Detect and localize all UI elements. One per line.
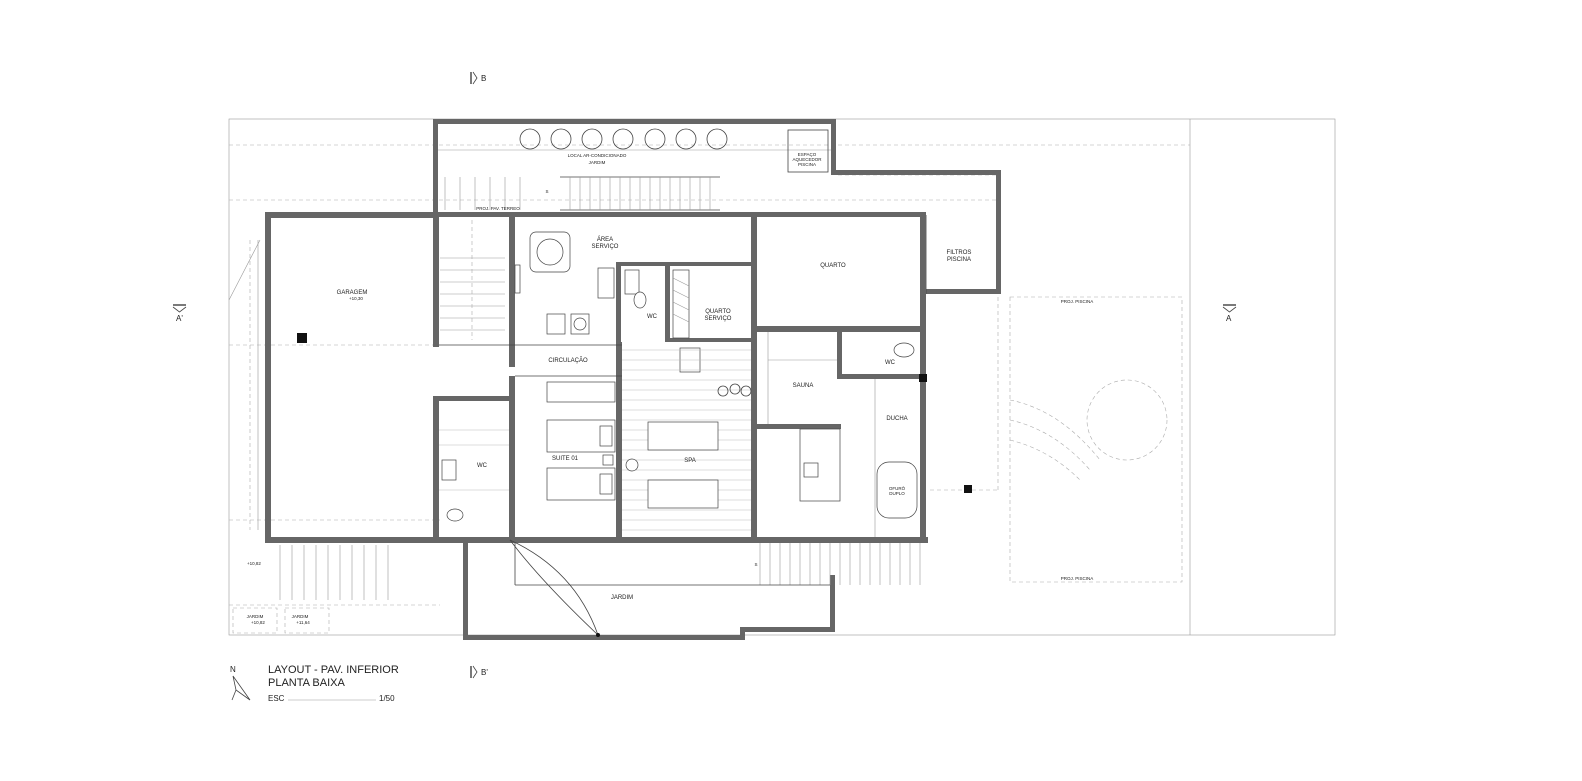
service-area-furniture [514, 231, 615, 335]
label-wc-left: WC [477, 463, 488, 469]
label-filtros-2: PISCINA [947, 257, 971, 263]
label-proj-piscina-bottom: PROJ. PISCINA [1061, 576, 1094, 581]
site-boundary [228, 118, 1336, 636]
section-marker-a-right: A [1222, 304, 1237, 323]
scale-value: 1/50 [379, 694, 395, 703]
filtros-annex [831, 170, 1001, 294]
label-garagem: GARAGEM [337, 290, 368, 296]
label-espaco-1: ESPAÇO [798, 152, 817, 157]
label-stair-s-top: S [545, 189, 548, 194]
label-quarto-servico-1: QUARTO [705, 309, 731, 315]
north-label: N [230, 665, 236, 674]
spa-wet-area [767, 332, 918, 537]
left-bottom-stair [232, 545, 389, 634]
label-proj-pav-terreo: PROJ. PAV. TERREO [476, 206, 520, 211]
svg-text:B': B' [481, 668, 488, 677]
label-wc-service: WC [647, 314, 658, 320]
section-marker-a-left: A' [172, 304, 187, 323]
pool-projection [1009, 296, 1183, 583]
label-jardim-bottom: JARDIM [611, 595, 633, 601]
circulation [439, 344, 622, 377]
section-marker-b-top: B [470, 71, 486, 85]
top-garden-area [433, 119, 836, 214]
label-stair-s-bottom: S [754, 562, 757, 567]
spa-deck [622, 349, 752, 531]
label-ducha: DUCHA [886, 416, 907, 422]
label-local-ar: LOCAL AR-CONDICIONADO [568, 153, 627, 158]
top-stair [444, 176, 720, 211]
label-ofuro-2: DUPLO [889, 491, 905, 496]
label-jardim-small-2: JARDIM [292, 614, 309, 619]
bottom-stair [509, 539, 921, 637]
label-suite: SUITE 01 [552, 456, 579, 462]
label-ofuro-1: OFURÔ [889, 485, 906, 491]
section-markers: B B' A A' [172, 71, 1237, 679]
room-labels: LOCAL AR-CONDICIONADO JARDIM ESPAÇO AQUE… [247, 152, 1094, 625]
label-jardim-small-1: JARDIM [247, 614, 264, 619]
label-garagem-level: +10,30 [349, 296, 363, 301]
garage [228, 212, 443, 543]
service-stair [440, 220, 505, 340]
wc-left-fixtures [439, 429, 509, 522]
label-quarto-servico-2: SERVIÇO [705, 316, 732, 322]
label-espaco-3: PISCINA [798, 162, 816, 167]
svg-text:A': A' [176, 314, 183, 323]
svg-text:B: B [481, 74, 486, 83]
quarto-servico-wardrobe [672, 269, 701, 373]
section-marker-b-bottom: B' [470, 665, 488, 679]
label-circulacao: CIRCULAÇÃO [548, 357, 588, 364]
label-espaco-2: AQUECEDOR [792, 157, 822, 162]
label-proj-piscina-top: PROJ. PISCINA [1061, 299, 1094, 304]
scale-label: ESC [268, 694, 285, 703]
label-spa: SPA [684, 458, 696, 464]
title-block: N LAYOUT - PAV. INFERIOR PLANTA BAIXA ES… [230, 664, 399, 703]
label-sauna: SAUNA [793, 383, 814, 389]
title-line-2: PLANTA BAIXA [268, 677, 345, 689]
label-jardim-top: JARDIM [589, 160, 606, 165]
label-quarto: QUARTO [820, 263, 846, 269]
svg-text:A: A [1226, 314, 1232, 323]
wc-service-fixtures [624, 269, 647, 309]
main-walls [433, 212, 972, 640]
north-arrow-icon: N [230, 665, 251, 701]
title-line-1: LAYOUT - PAV. INFERIOR [268, 664, 399, 676]
suite-beds [546, 381, 616, 501]
label-jardim-small-1-level: +10,82 [251, 620, 265, 625]
label-area-servico-2: SERVIÇO [592, 244, 619, 250]
label-area-servico-1: ÁREA [597, 236, 613, 243]
label-jardim-small-2-level: +11,64 [296, 620, 310, 625]
label-filtros-1: FILTROS [947, 250, 972, 256]
label-wc-right: WC [885, 360, 896, 366]
label-level-left: +10,82 [247, 561, 261, 566]
